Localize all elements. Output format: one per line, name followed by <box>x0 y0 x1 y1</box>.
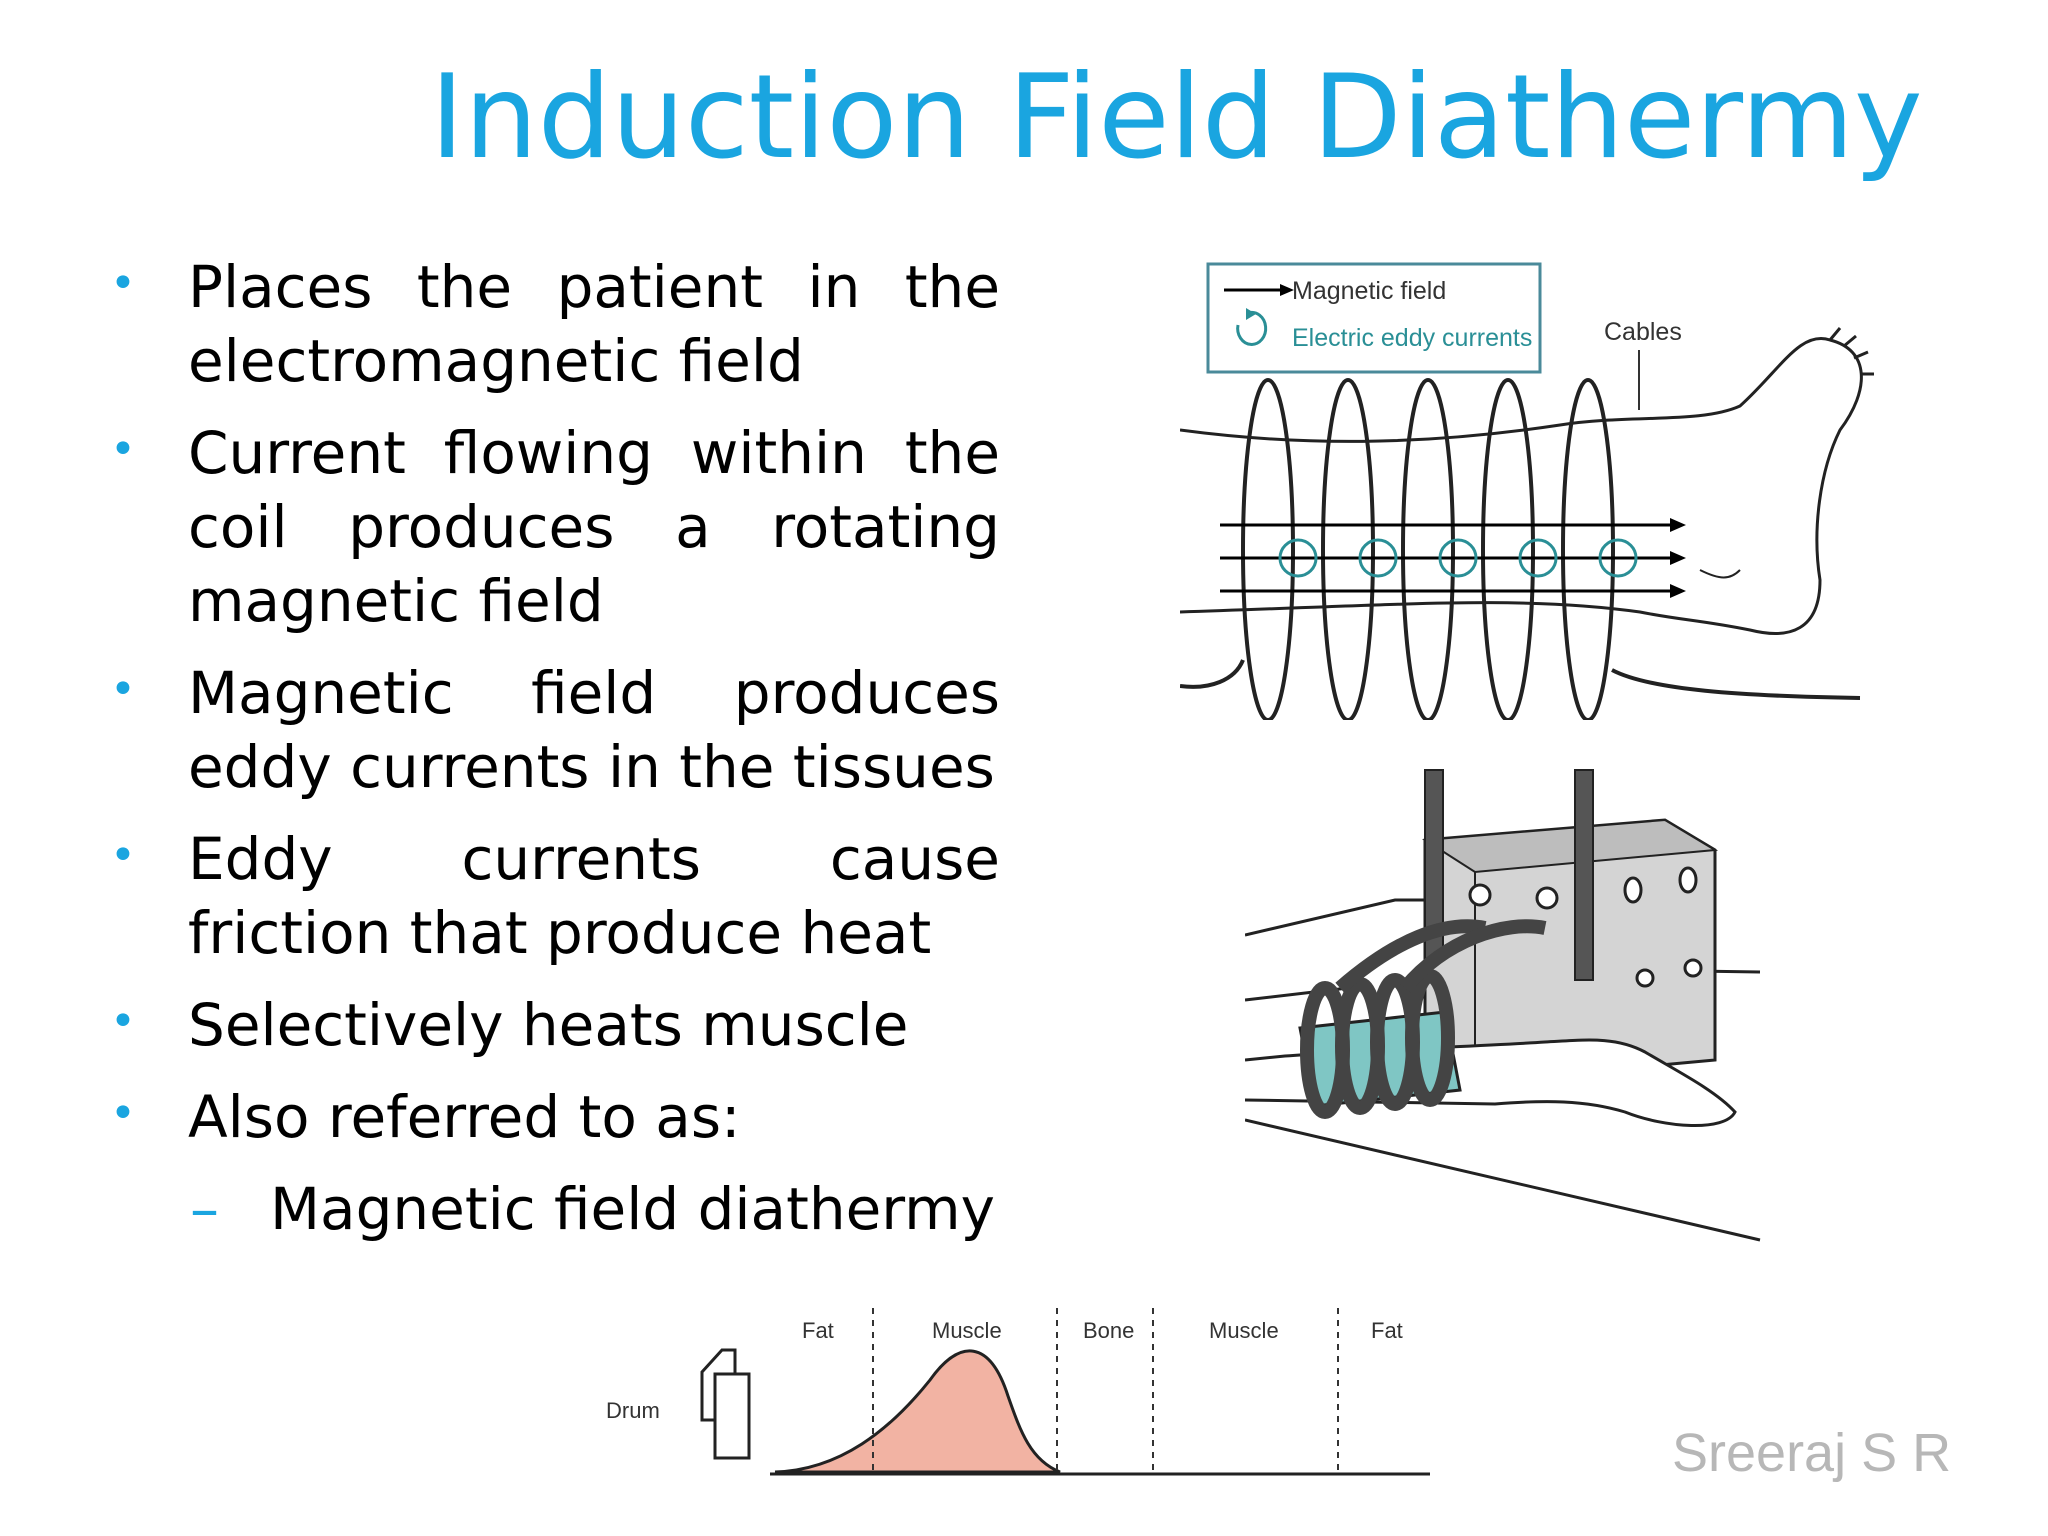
bullet-text: Magnetic field produces eddy currents in… <box>188 659 1000 801</box>
bullet-text: Also referred to as: <box>188 1083 741 1151</box>
layer-label: Fat <box>802 1318 834 1343</box>
bullet-list: • Places the patient in the electromagnet… <box>100 250 1000 1246</box>
diathermy-unit <box>1421 818 1719 1084</box>
sub-bullet-item: –Magnetic field diathermy <box>190 1172 1000 1246</box>
arm-coil-figure <box>1245 769 1761 1242</box>
dash-icon: – <box>190 1175 219 1243</box>
bullet-dot-icon: • <box>110 830 136 881</box>
eddy-current-icon <box>1236 310 1268 346</box>
cables-label: Cables <box>1604 318 1682 346</box>
sub-bullet-text: Magnetic field diathermy <box>270 1175 995 1243</box>
author-watermark: Sreeraj S R <box>1672 1423 1952 1483</box>
layer-dividers <box>872 1308 1339 1474</box>
arm-coil <box>1300 919 1547 1119</box>
magnetic-field-lines <box>1220 523 1670 593</box>
bullet-dot-icon: • <box>110 664 136 715</box>
slide-title: Induction Field Diathermy <box>430 50 1923 185</box>
bullet-item: • Magnetic field produces eddy currents i… <box>100 656 1000 804</box>
legend-eddy-label: Electric eddy currents <box>1292 324 1532 352</box>
bullet-text: Current flowing within the coil produces… <box>188 419 1000 635</box>
bullet-dot-icon: • <box>110 424 136 475</box>
bullet-item: • Eddy currents cause friction that produ… <box>100 822 1000 970</box>
bullet-text: Selectively heats muscle <box>188 991 909 1059</box>
induction-coil <box>1180 378 1861 720</box>
drum-icon <box>700 1348 751 1460</box>
layer-label: Fat <box>1371 1318 1403 1343</box>
support-arms <box>1424 769 1594 981</box>
heating-profile-figure: Drum Fat Muscle Bone Muscle Fat <box>606 1308 1430 1476</box>
layer-label: Muscle <box>1209 1318 1279 1343</box>
muscle-heat-curve <box>774 1349 1061 1474</box>
legend-box: Magnetic field Electric eddy currents <box>1206 262 1542 374</box>
bullet-dot-icon: • <box>110 258 136 309</box>
bullet-text: Places the patient in the electromagneti… <box>188 253 1000 395</box>
bullet-item: • Also referred to as: <box>100 1080 1000 1154</box>
coil-leg-figure: Magnetic field Electric eddy currents Ca… <box>1180 262 1874 720</box>
layer-label: Muscle <box>932 1318 1002 1343</box>
bullet-dot-icon: • <box>110 996 136 1047</box>
bullet-text: Eddy currents cause friction that produc… <box>188 825 1000 967</box>
bullet-item: • Current flowing within the coil produce… <box>100 416 1000 638</box>
layer-label: Bone <box>1083 1318 1134 1343</box>
eddy-currents <box>1278 538 1638 578</box>
legend-magnetic-label: Magnetic field <box>1292 277 1446 305</box>
bullet-item: • Places the patient in the electromagnet… <box>100 250 1000 398</box>
bullet-item: • Selectively heats muscle <box>100 988 1000 1062</box>
drum-label: Drum <box>606 1398 660 1423</box>
bullet-dot-icon: • <box>110 1088 136 1139</box>
